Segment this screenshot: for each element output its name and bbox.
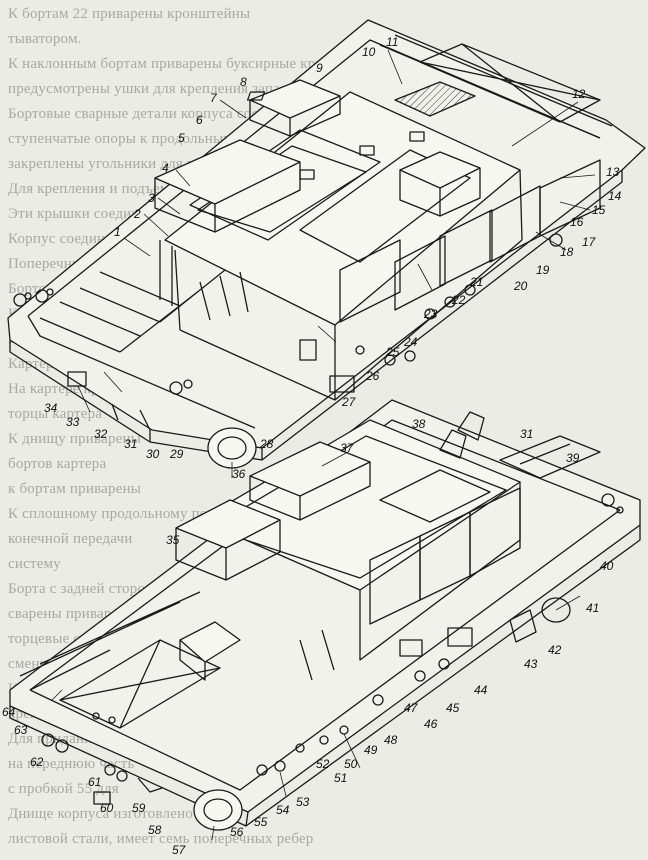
callout-33: 33: [66, 415, 80, 429]
callout-53: 53: [296, 795, 310, 809]
callout-27: 27: [341, 395, 357, 409]
background-text-line: листовой стали, имеет семь поперечных ре…: [8, 831, 314, 847]
callout-28: 28: [259, 437, 274, 451]
callout-2: 2: [133, 207, 141, 221]
background-text-line: систему: [8, 556, 61, 572]
background-text-line: К бортам 22 приварены кронштейны: [8, 6, 251, 22]
callout-43: 43: [524, 657, 538, 671]
callout-15: 15: [592, 203, 606, 217]
callout-39: 39: [566, 451, 580, 465]
callout-8: 8: [240, 75, 247, 89]
callout-60: 60: [100, 801, 114, 815]
callout-51: 51: [334, 771, 347, 785]
callout-25: 25: [385, 345, 400, 359]
background-text-line: конечной передачи: [8, 531, 133, 547]
callout-46: 46: [424, 717, 438, 731]
callout-17: 17: [582, 235, 597, 249]
callout-13: 13: [606, 165, 620, 179]
callout-19: 19: [536, 263, 550, 277]
callout-18: 18: [560, 245, 574, 259]
callout-30: 30: [146, 447, 160, 461]
callout-9: 9: [316, 61, 323, 75]
callout-37: 37: [340, 441, 355, 455]
callout-61: 61: [88, 775, 101, 789]
upper-hull-assembly: [7, 19, 646, 469]
callout-40: 40: [600, 559, 614, 573]
callout-41: 41: [586, 601, 599, 615]
background-text-line: к бортам приварены: [8, 481, 142, 497]
callout-62: 62: [30, 755, 44, 769]
callout-26: 26: [365, 369, 380, 383]
background-text-line: с пробкой 55 для: [8, 781, 119, 797]
callout-3: 3: [148, 191, 155, 205]
background-text-line: тыватором.: [8, 31, 82, 47]
background-text-line: торцы картера: [8, 406, 103, 422]
callout-38: 38: [412, 417, 426, 431]
callout-57: 57: [172, 843, 187, 857]
callout-4: 4: [162, 161, 169, 175]
callout-6: 6: [196, 113, 203, 127]
callout-54: 54: [276, 803, 290, 817]
callout-64: 64: [2, 705, 16, 719]
callout-numbers: 1 2 3 4 5 6 7 8 9 10 11 12 13 14 15 16 1…: [2, 35, 622, 857]
callout-56: 56: [230, 825, 244, 839]
callout-24: 24: [403, 335, 418, 349]
callout-34: 34: [44, 401, 58, 415]
callout-22: 22: [451, 293, 466, 307]
callout-29: 29: [169, 447, 184, 461]
callout-55: 55: [254, 815, 268, 829]
callout-35: 35: [166, 533, 180, 547]
callout-12: 12: [572, 87, 586, 101]
lower-hull-assembly: [9, 399, 641, 831]
callout-47: 47: [404, 701, 419, 715]
callout-44: 44: [474, 683, 488, 697]
callout-20: 20: [513, 279, 528, 293]
callout-49: 49: [364, 743, 378, 757]
callout-14: 14: [608, 189, 622, 203]
callout-7: 7: [210, 91, 218, 105]
callout-36: 36: [232, 467, 246, 481]
callout-59: 59: [132, 801, 146, 815]
callout-63: 63: [14, 723, 28, 737]
leader-lines: [51, 49, 596, 841]
background-text-line: К наклонным бортам приварены буксирные к…: [8, 56, 395, 72]
callout-5: 5: [178, 131, 185, 145]
callout-42: 42: [548, 643, 562, 657]
background-text-line: ступенчатые опоры к продольным балкам: [8, 131, 284, 147]
callout-45: 45: [446, 701, 460, 715]
callout-10: 10: [362, 45, 376, 59]
callout-52: 52: [316, 757, 330, 771]
callout-31: 31: [124, 437, 137, 451]
callout-32: 32: [94, 427, 108, 441]
callout-31b: 31: [520, 427, 533, 441]
callout-16: 16: [570, 215, 584, 229]
callout-23: 23: [423, 307, 438, 321]
background-text-line: бортов картера: [8, 456, 107, 472]
background-text-line: Эти крышки соединены: [8, 206, 165, 222]
background-text-line: Днище корпуса изготовлено: [8, 806, 193, 822]
callout-21: 21: [469, 275, 483, 289]
background-text-line: К днищу приварены: [8, 431, 142, 447]
callout-58: 58: [148, 823, 162, 837]
callout-48: 48: [384, 733, 398, 747]
callout-1: 1: [114, 225, 121, 239]
callout-50: 50: [344, 757, 358, 771]
callout-11: 11: [386, 35, 398, 49]
background-text-line: Бортовые сварные детали корпуса соединен…: [8, 106, 319, 122]
